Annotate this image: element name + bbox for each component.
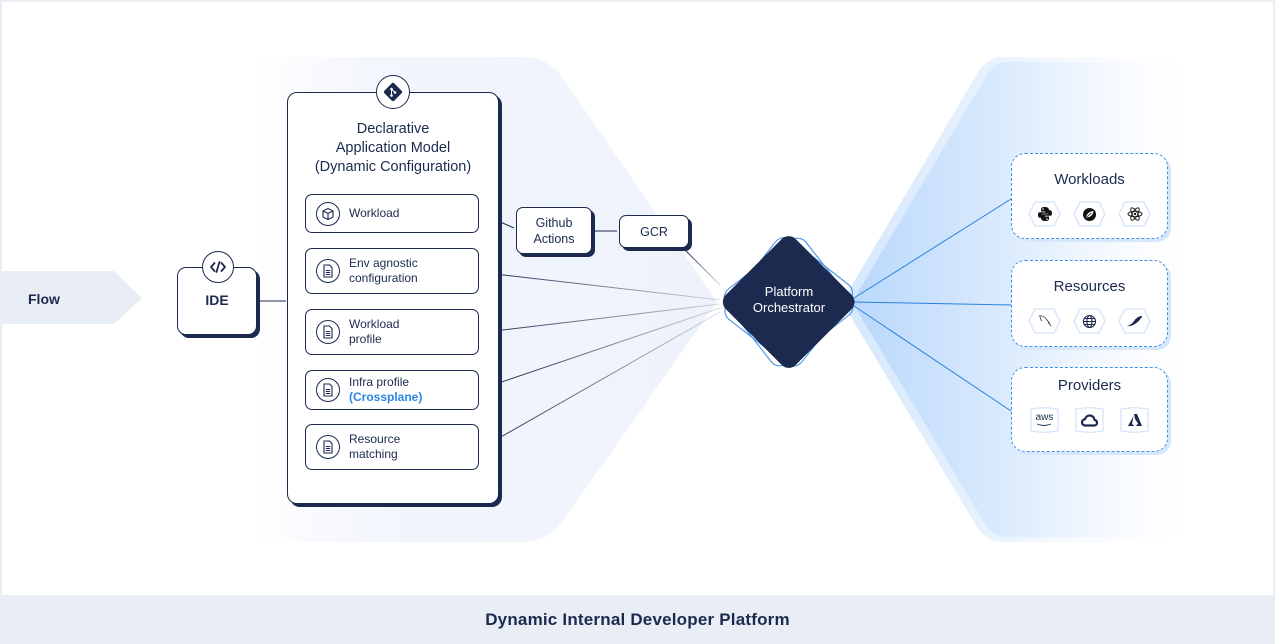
document-icon — [316, 259, 340, 283]
connector-env-orchestrator — [477, 271, 721, 301]
flow-label: Flow — [28, 291, 60, 307]
model-item-workload-profile[interactable]: Workload profile — [305, 309, 479, 355]
diagram-canvas: Flow IDE Declarative Application Model (… — [2, 2, 1273, 595]
model-item-infra-profile[interactable]: Infra profile (Crossplane) — [305, 370, 479, 410]
document-icon — [316, 435, 340, 459]
azure-icon — [1118, 407, 1151, 433]
ide-card[interactable]: IDE — [177, 251, 257, 335]
footer-band: Dynamic Internal Developer Platform — [0, 596, 1275, 644]
github-actions-line-2: Actions — [533, 231, 575, 246]
resources-icons — [1012, 308, 1167, 334]
github-actions-card[interactable]: Github Actions — [516, 207, 592, 254]
gcr-card[interactable]: GCR — [619, 215, 689, 248]
connector-gcr-orchestrator — [683, 248, 721, 286]
gcr-label: GCR — [640, 224, 668, 239]
crossplane-highlight: (Crossplane) — [349, 390, 423, 404]
mysql-icon — [1028, 308, 1061, 334]
orchestrator-diamond — [722, 236, 855, 368]
connector-orchestrator-providers — [853, 305, 1012, 412]
model-item-env-config[interactable]: Env agnostic configuration — [305, 248, 479, 294]
globe-icon — [1073, 308, 1106, 334]
mariadb-icon — [1118, 308, 1151, 334]
git-icon — [376, 75, 410, 109]
orchestrator-label[interactable]: Platform Orchestrator — [732, 284, 846, 316]
orchestrator-line-2: Orchestrator — [752, 300, 826, 315]
item-label: Workload — [349, 206, 400, 220]
resources-group[interactable]: Resources — [1011, 260, 1168, 347]
providers-icons: aws — [1012, 407, 1167, 433]
react-icon — [1118, 201, 1151, 227]
connector-orchestrator-workloads — [853, 198, 1012, 299]
workloads-icons — [1012, 201, 1167, 227]
aws-text: aws — [1035, 412, 1054, 423]
model-item-workload[interactable]: Workload — [305, 194, 479, 233]
github-actions-line-1: Github — [535, 215, 573, 230]
workloads-title: Workloads — [1054, 171, 1125, 188]
spring-icon — [1073, 201, 1106, 227]
item-label: Env agnostic configuration — [349, 256, 418, 285]
connector-profile-orchestrator — [477, 303, 721, 334]
resources-title: Resources — [1053, 278, 1126, 295]
title-line-3: (Dynamic Configuration) — [314, 159, 472, 175]
item-label: Resource matching — [349, 432, 401, 461]
connector-resource-orchestrator — [477, 311, 721, 451]
ide-label: IDE — [205, 292, 229, 308]
application-model-title: Declarative Application Model (Dynamic C… — [288, 120, 498, 177]
footer-title: Dynamic Internal Developer Platform — [485, 610, 790, 629]
flow-chevron-shape — [2, 271, 142, 324]
connector-infra-orchestrator — [477, 307, 721, 391]
title-line-1: Declarative — [356, 121, 430, 137]
providers-group[interactable]: Providers aws — [1011, 367, 1168, 452]
item-label: Infra profile (Crossplane) — [349, 375, 423, 404]
python-icon — [1028, 201, 1061, 227]
google-cloud-icon — [1073, 407, 1106, 433]
providers-title: Providers — [1057, 377, 1122, 394]
document-icon — [316, 378, 340, 402]
model-item-resource-matching[interactable]: Resource matching — [305, 424, 479, 470]
cube-icon — [316, 201, 340, 226]
orchestrator-line-1: Platform — [764, 284, 814, 299]
document-icon — [316, 320, 340, 344]
title-line-2: Application Model — [335, 140, 451, 156]
item-label: Workload profile — [349, 317, 400, 346]
application-model-card: Declarative Application Model (Dynamic C… — [287, 75, 499, 504]
workloads-group[interactable]: Workloads — [1011, 153, 1168, 239]
connector-orchestrator-resources — [853, 301, 1012, 306]
code-icon — [202, 251, 234, 283]
aws-icon: aws — [1028, 407, 1061, 433]
